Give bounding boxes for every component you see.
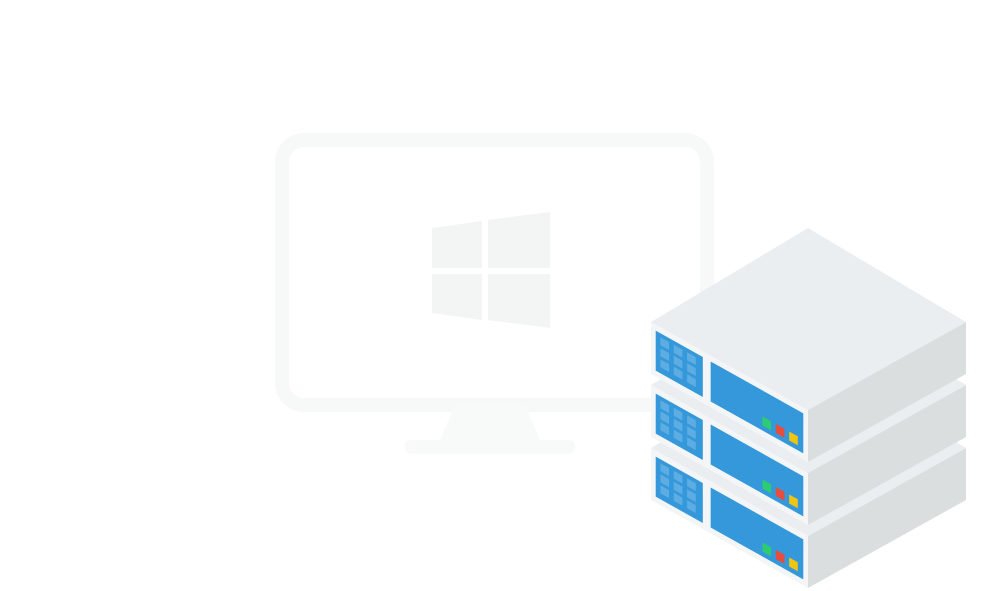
server-vent-slot (687, 489, 696, 503)
server-vent-slot (673, 470, 683, 484)
server-vent-slot (673, 355, 683, 369)
server-indicator-light (762, 542, 772, 557)
server-indicator-light (775, 423, 785, 438)
server-vent-slot (673, 492, 683, 506)
server-vent-slot (660, 485, 670, 499)
server-side-face (808, 448, 966, 588)
server-vent-slot (660, 422, 670, 436)
server-vent-slot (687, 363, 696, 377)
server-vent-slot (687, 415, 696, 429)
server-vent-slot (660, 359, 670, 373)
server-vent-slot (673, 344, 683, 358)
server-indicator-light (762, 479, 772, 494)
server-vent-slot (687, 426, 696, 440)
server-vent-slot (687, 500, 696, 514)
server-rack-icon (651, 228, 966, 588)
server-vent-slot (660, 411, 670, 425)
server-indicator-light (775, 549, 785, 564)
server-vent-slot (660, 348, 670, 362)
server-vent-slot (673, 366, 683, 380)
server-indicator-light (762, 416, 772, 431)
server-top-face (651, 228, 966, 410)
server-vent-slot (660, 474, 670, 488)
server-vent-slot (660, 400, 670, 414)
server-vent-slot (673, 481, 683, 495)
server-vent-slot (687, 478, 696, 492)
server-vent-slot (660, 337, 670, 351)
server-side-face (808, 322, 966, 462)
windows-logo-icon (432, 212, 550, 328)
server-vent-slot (687, 352, 696, 366)
server-indicator-light (789, 557, 798, 572)
desktop-monitor-icon (275, 133, 714, 454)
server-indicator-light (789, 431, 798, 446)
server-vent-slot (660, 463, 670, 477)
server-vent-slot (687, 374, 696, 388)
server-indicator-light (789, 494, 798, 509)
monitor-neck (440, 405, 540, 440)
monitor-base (405, 440, 575, 454)
server-vent-slot (673, 407, 683, 421)
server-vent-slot (673, 418, 683, 432)
server-side-face (808, 385, 966, 525)
server-vent-slot (673, 429, 683, 443)
server-unit (651, 228, 966, 462)
server-vent-slot (687, 437, 696, 451)
server-indicator-light (775, 486, 785, 501)
